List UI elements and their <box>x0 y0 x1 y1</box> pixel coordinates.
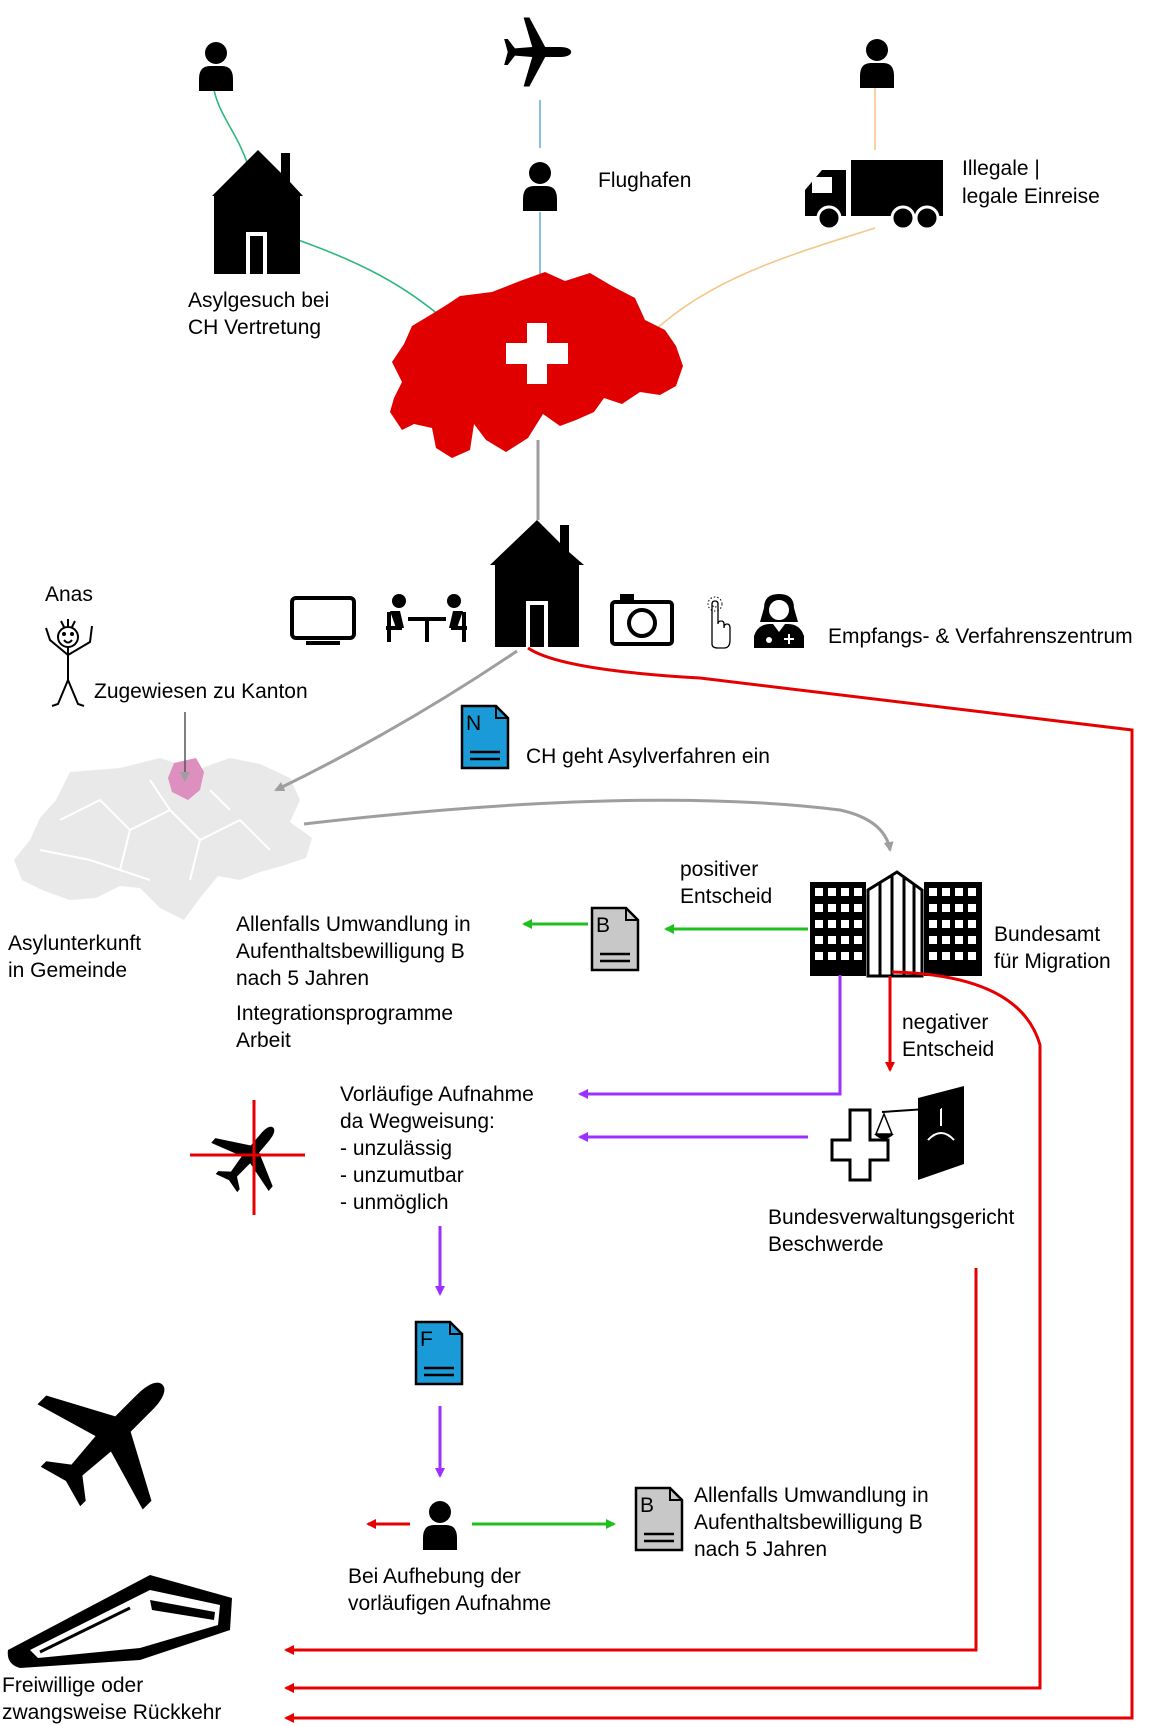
justice-scales-icon <box>830 1086 964 1182</box>
label-bundesamt: Bundesamt <box>994 923 1100 946</box>
label-aufhebung: vorläufigen Aufnahme <box>348 1592 551 1615</box>
label-umwandlung: Allenfalls Umwandlung in <box>236 913 471 936</box>
document-icon: B <box>634 1486 684 1552</box>
label-asylunterkunft: Asylunterkunft <box>8 932 141 955</box>
arrow-center-to-canton <box>274 649 518 792</box>
label-bundesverwaltungsgericht: Bundesverwaltungsgericht <box>768 1206 1014 1229</box>
airplane-icon <box>504 17 572 87</box>
airplane-icon <box>7 1331 216 1540</box>
arrow-sem-to-provisional <box>578 975 842 1099</box>
person-icon <box>423 1501 457 1550</box>
arrow-canton-to-sem <box>303 798 894 852</box>
house-icon <box>490 520 584 647</box>
label-asylgesuch: CH Vertretung <box>188 316 321 339</box>
arrow-center-to-return <box>284 646 1134 1723</box>
label-bundesverwaltungsgericht: Beschwerde <box>768 1233 884 1256</box>
label-asylunterkunft: in Gemeinde <box>8 959 127 982</box>
label-negativer-entscheid: Entscheid <box>902 1038 994 1061</box>
label-negativer-entscheid: negativer <box>902 1011 988 1034</box>
label-umwandlung: Allenfalls Umwandlung in <box>694 1484 929 1507</box>
label-vorlaeufige-aufnahme: Vorläufige Aufnahme <box>340 1083 534 1106</box>
label-positiver-entscheid: positiver <box>680 858 758 881</box>
document-letter-b: B <box>640 1494 654 1517</box>
document-letter-b: B <box>596 914 610 937</box>
person-icon <box>199 42 233 91</box>
stick-figure-icon <box>45 619 93 707</box>
doctor-icon <box>754 594 804 648</box>
person-icon <box>860 39 894 88</box>
label-anas: Anas <box>45 583 93 606</box>
label-ch-geht-ein: CH geht Asylverfahren ein <box>526 745 770 768</box>
connector-embassy-person <box>212 84 249 166</box>
federal-building-icon <box>810 870 982 978</box>
label-umwandlung: nach 5 Jahren <box>236 967 369 990</box>
label-umwandlung: Aufenthaltsbewilligung B <box>694 1511 923 1534</box>
label-bundesamt: für Migration <box>994 950 1111 973</box>
connector-truck-switzerland <box>639 227 876 346</box>
train-icon <box>7 1575 232 1668</box>
label-umwandlung: Aufenthaltsbewilligung B <box>236 940 465 963</box>
label-aufhebung: Bei Aufhebung der <box>348 1565 521 1588</box>
document-icon: F <box>414 1320 464 1386</box>
label-vorlaeufige-aufnahme: da Wegweisung: <box>340 1110 495 1133</box>
label-integration: Arbeit <box>236 1029 291 1052</box>
canton-map-icon <box>14 758 312 920</box>
switzerland-map-icon <box>390 272 683 458</box>
label-einreise: Illegale | <box>962 157 1040 180</box>
swiss-cross-icon <box>506 323 568 384</box>
label-zentrum: Empfangs- & Verfahrenszentrum <box>828 625 1133 648</box>
connector-embassy-switzerland <box>297 239 448 323</box>
label-rueckkehr: Freiwillige oder <box>2 1674 143 1697</box>
crossed-airplane-icon <box>190 1100 305 1215</box>
label-umwandlung: nach 5 Jahren <box>694 1538 827 1561</box>
tv-icon <box>290 596 356 645</box>
label-rueckkehr: zwangsweise Rückkehr <box>2 1701 221 1724</box>
meeting-table-icon <box>386 594 467 642</box>
person-icon <box>523 162 557 211</box>
label-flughafen: Flughafen <box>598 169 691 192</box>
document-icon: N <box>460 704 510 770</box>
arrow-court-to-return <box>284 1268 978 1655</box>
truck-icon <box>805 160 943 231</box>
label-integration: Integrationsprogramme <box>236 1002 453 1025</box>
camera-icon <box>610 594 674 646</box>
label-vorlaeufige-aufnahme: - unzulässig <box>340 1137 452 1160</box>
label-vorlaeufige-aufnahme: - unmöglich <box>340 1191 449 1214</box>
label-vorlaeufige-aufnahme: - unzumutbar <box>340 1164 464 1187</box>
document-letter-n: N <box>466 712 481 735</box>
house-icon <box>212 150 303 274</box>
label-zugewiesen: Zugewiesen zu Kanton <box>94 680 308 703</box>
fingerprint-icon <box>707 596 731 649</box>
label-positiver-entscheid: Entscheid <box>680 885 772 908</box>
document-letter-f: F <box>420 1328 433 1351</box>
label-asylgesuch: Asylgesuch bei <box>188 289 329 312</box>
label-einreise: legale Einreise <box>962 185 1100 208</box>
arrow-sem-to-return <box>284 970 1042 1693</box>
document-icon: B <box>590 906 640 972</box>
